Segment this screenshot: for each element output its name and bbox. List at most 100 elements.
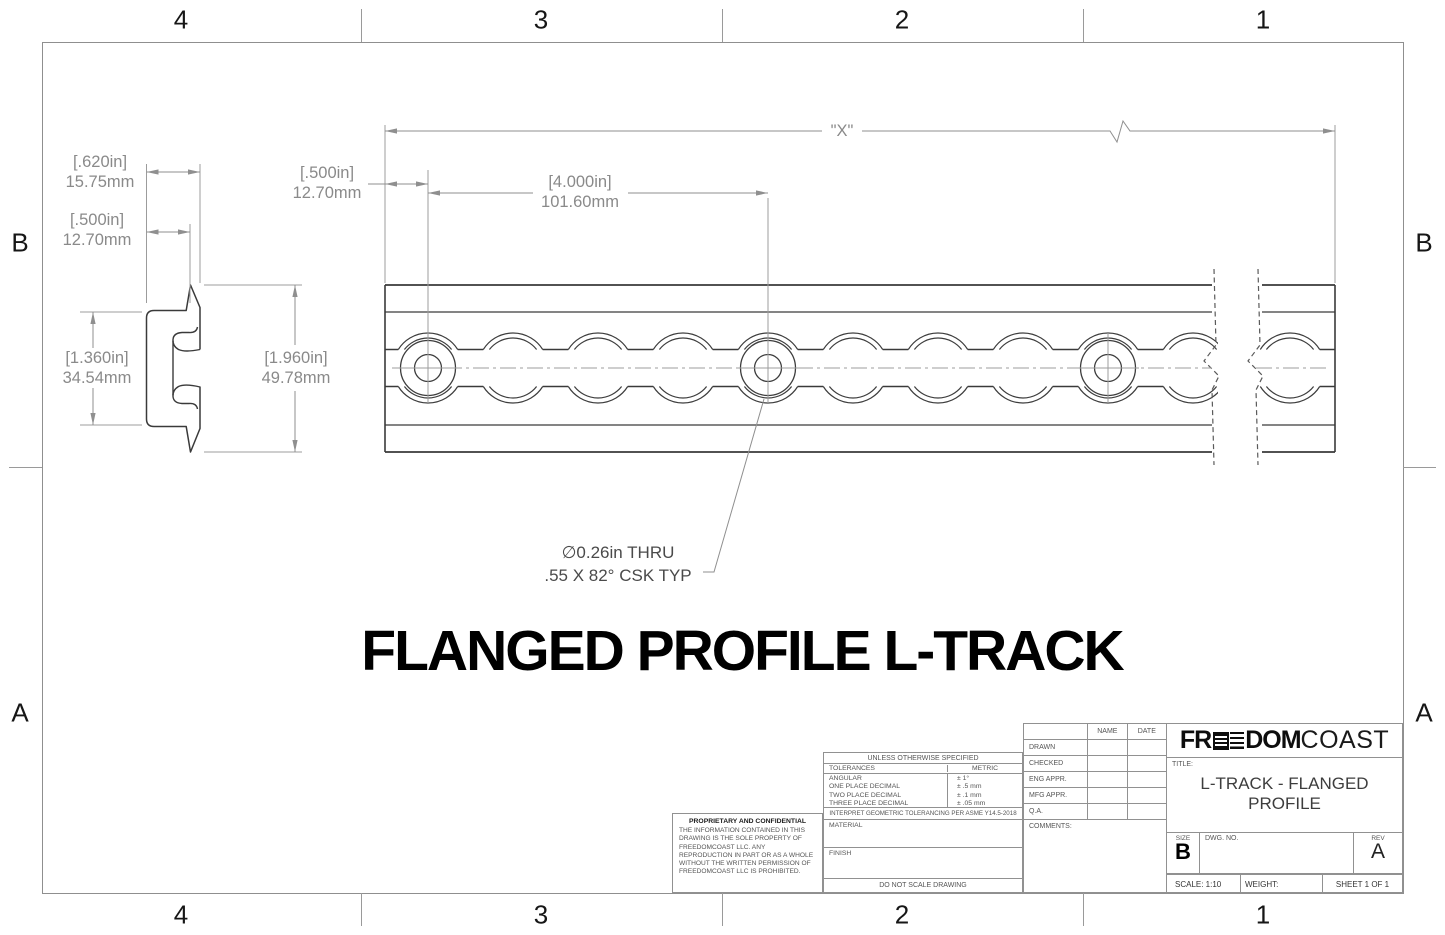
zone-tick	[9, 467, 42, 468]
comments-cell: COMMENTS:	[1029, 823, 1072, 830]
drawing-main-title: FLANGED PROFILE L-TRACK	[361, 619, 1124, 683]
dwg-no-cell: DWG. NO.	[1200, 833, 1354, 873]
title-cell: TITLE: L-TRACK - FLANGED PROFILE	[1167, 758, 1402, 833]
scallop-arc	[573, 386, 623, 399]
approval-table: NAME DATE DRAWN CHECKED ENG APPR. MFG AP…	[1023, 723, 1167, 893]
dim-overall-height: [1.960in]49.78mm	[261, 349, 331, 387]
zone-label-bottom: 3	[533, 899, 549, 930]
scallop-arc	[913, 337, 963, 350]
rev-value: A	[1370, 840, 1385, 863]
weight-cell: WEIGHT:	[1240, 875, 1322, 894]
size-cell: SIZE B	[1167, 833, 1200, 873]
scallop-arc	[828, 386, 878, 399]
hole-callout: ∅0.26in THRU.55 X 82° CSK TYP	[544, 543, 692, 585]
scallop-arc	[567, 332, 629, 350]
sheet-border	[42, 42, 1404, 894]
zone-tick	[1083, 9, 1084, 42]
zone-tick	[1403, 467, 1436, 468]
zone-label-right: B	[1415, 227, 1433, 258]
approval-row: DRAWN	[1024, 740, 1166, 756]
scallop-arc	[658, 386, 708, 399]
metric-label: METRIC	[971, 765, 999, 772]
slot-edge	[712, 348, 739, 388]
proprietary-note: PROPRIETARY AND CONFIDENTIAL THE INFORMA…	[672, 813, 823, 893]
scallop-arc	[482, 332, 544, 350]
zone-label-top: 2	[894, 4, 910, 35]
scallop-arc	[998, 386, 1048, 399]
dim-lip-depth: [.500in]12.70mm	[62, 211, 132, 249]
sheet-cell: SHEET 1 OF 1	[1322, 875, 1402, 894]
zone-tick	[361, 893, 362, 926]
tolerances-label: TOLERANCES	[824, 765, 948, 772]
approval-row: ENG APPR.	[1024, 772, 1166, 788]
scallop-arc	[1168, 386, 1218, 399]
profile-section-view	[145, 284, 201, 453]
scallop-arc	[913, 386, 963, 399]
scallop-arc	[828, 337, 878, 350]
scallop-arc	[822, 332, 884, 350]
scallop-arc	[488, 386, 538, 399]
tolerance-values: ± 1° ± .5 mm ± .1 mm ± .05 mm	[957, 775, 986, 808]
scallop-arc	[1168, 337, 1218, 350]
scallop-arc	[822, 386, 884, 404]
material-cell: MATERIAL	[824, 819, 1022, 847]
dimension-arrowheads	[90, 128, 1335, 452]
slot-edge	[882, 348, 909, 388]
break-mask	[1218, 266, 1254, 470]
scallop-arc	[658, 337, 708, 350]
slot-edge	[1319, 348, 1335, 388]
slot-edge	[627, 348, 654, 388]
scallop-arc	[1259, 332, 1321, 350]
dim-body-height: [1.360in]34.54mm	[62, 349, 132, 387]
profile-upper-lip	[172, 326, 201, 352]
tolerance-names: ANGULAR ONE PLACE DECIMAL TWO PLACE DECI…	[824, 774, 948, 807]
slot-edge	[457, 348, 484, 388]
finish-cell: FINISH	[824, 847, 1022, 878]
profile-outline	[145, 284, 201, 453]
logo-stripes-icon	[1230, 731, 1245, 750]
zone-tick	[1083, 893, 1084, 926]
logo-text-fr: FR	[1179, 726, 1212, 754]
slot-edge	[385, 348, 399, 388]
scallop-arc	[1162, 332, 1224, 350]
dim-hole-pitch: [4.000in]101.60mm	[541, 173, 619, 211]
scallop-arc	[488, 337, 538, 350]
profile-lower-lip	[172, 384, 201, 410]
slot-edge	[797, 348, 824, 388]
scallop-arc	[992, 386, 1054, 404]
slot-edge	[967, 348, 994, 388]
zone-label-left: A	[11, 697, 29, 728]
do-not-scale: DO NOT SCALE DRAWING	[824, 878, 1022, 892]
drawing-title: L-TRACK - FLANGED PROFILE	[1200, 774, 1369, 813]
zone-label-left: B	[11, 227, 29, 258]
zone-label-bottom: 2	[894, 899, 910, 930]
approval-row: Q.A.	[1024, 804, 1166, 820]
logo-text-coast: COAST	[1300, 726, 1390, 754]
slot-edge	[542, 348, 569, 388]
scallop-arc	[567, 386, 629, 404]
slot-edge	[1137, 348, 1164, 388]
zone-tick	[361, 9, 362, 42]
extension-lines	[80, 125, 1336, 453]
scallop-arc	[652, 386, 714, 404]
zone-label-right: A	[1415, 697, 1433, 728]
scallop-arc	[1259, 386, 1321, 404]
dim-flange-depth: [.620in]15.75mm	[65, 153, 135, 191]
scallop-arc	[998, 337, 1048, 350]
scallop-arc	[992, 332, 1054, 350]
title-label: TITLE:	[1172, 761, 1194, 768]
zone-label-bottom: 1	[1255, 899, 1271, 930]
interpret-note: INTERPRET GEOMETRIC TOLERANCING PER ASME…	[824, 807, 1022, 819]
approval-row: MFG APPR.	[1024, 788, 1166, 804]
proprietary-heading: PROPRIETARY AND CONFIDENTIAL	[688, 818, 807, 825]
scallop-arc	[573, 337, 623, 350]
slot-edge	[1052, 348, 1079, 388]
approval-row: CHECKED	[1024, 756, 1166, 772]
size-value: B	[1175, 839, 1191, 864]
scallop-arc	[652, 332, 714, 350]
approval-header-row: NAME DATE	[1024, 724, 1166, 740]
scallop-arc	[1265, 337, 1315, 350]
